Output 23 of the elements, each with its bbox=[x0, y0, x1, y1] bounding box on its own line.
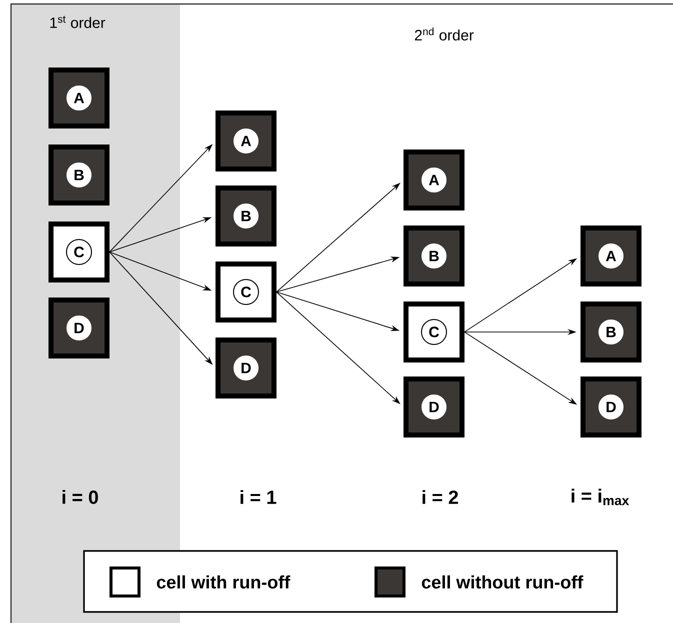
cell-box: D bbox=[216, 337, 276, 398]
cell-box: D bbox=[48, 297, 110, 358]
cell-box: A bbox=[48, 68, 110, 128]
cell-box: B bbox=[404, 226, 464, 286]
cell-box: D bbox=[580, 376, 642, 438]
cell-box: B bbox=[580, 302, 642, 362]
step-label: i = 0 bbox=[62, 490, 98, 504]
cell-box: A bbox=[404, 149, 464, 210]
step-label: i = 1 bbox=[240, 490, 276, 504]
column-heading: 2$^{nd}$ order bbox=[414, 28, 474, 40]
cell-box: B bbox=[48, 144, 110, 206]
step-label: i = i$_{max}$ bbox=[572, 488, 630, 506]
cell-box: D bbox=[404, 376, 464, 438]
legend-text: cell with run-off bbox=[156, 575, 290, 589]
cell-box: C bbox=[216, 262, 276, 322]
cell-box: C bbox=[48, 222, 110, 282]
step-label: i = 2 bbox=[422, 490, 458, 504]
legend-text: cell without run-off bbox=[422, 575, 584, 589]
cell-box: C bbox=[404, 302, 464, 362]
cell-box: A bbox=[580, 226, 642, 286]
cell-box: B bbox=[216, 185, 276, 246]
cell-box: A bbox=[216, 110, 276, 172]
column-heading: 1$^{st}$ order bbox=[50, 16, 106, 28]
